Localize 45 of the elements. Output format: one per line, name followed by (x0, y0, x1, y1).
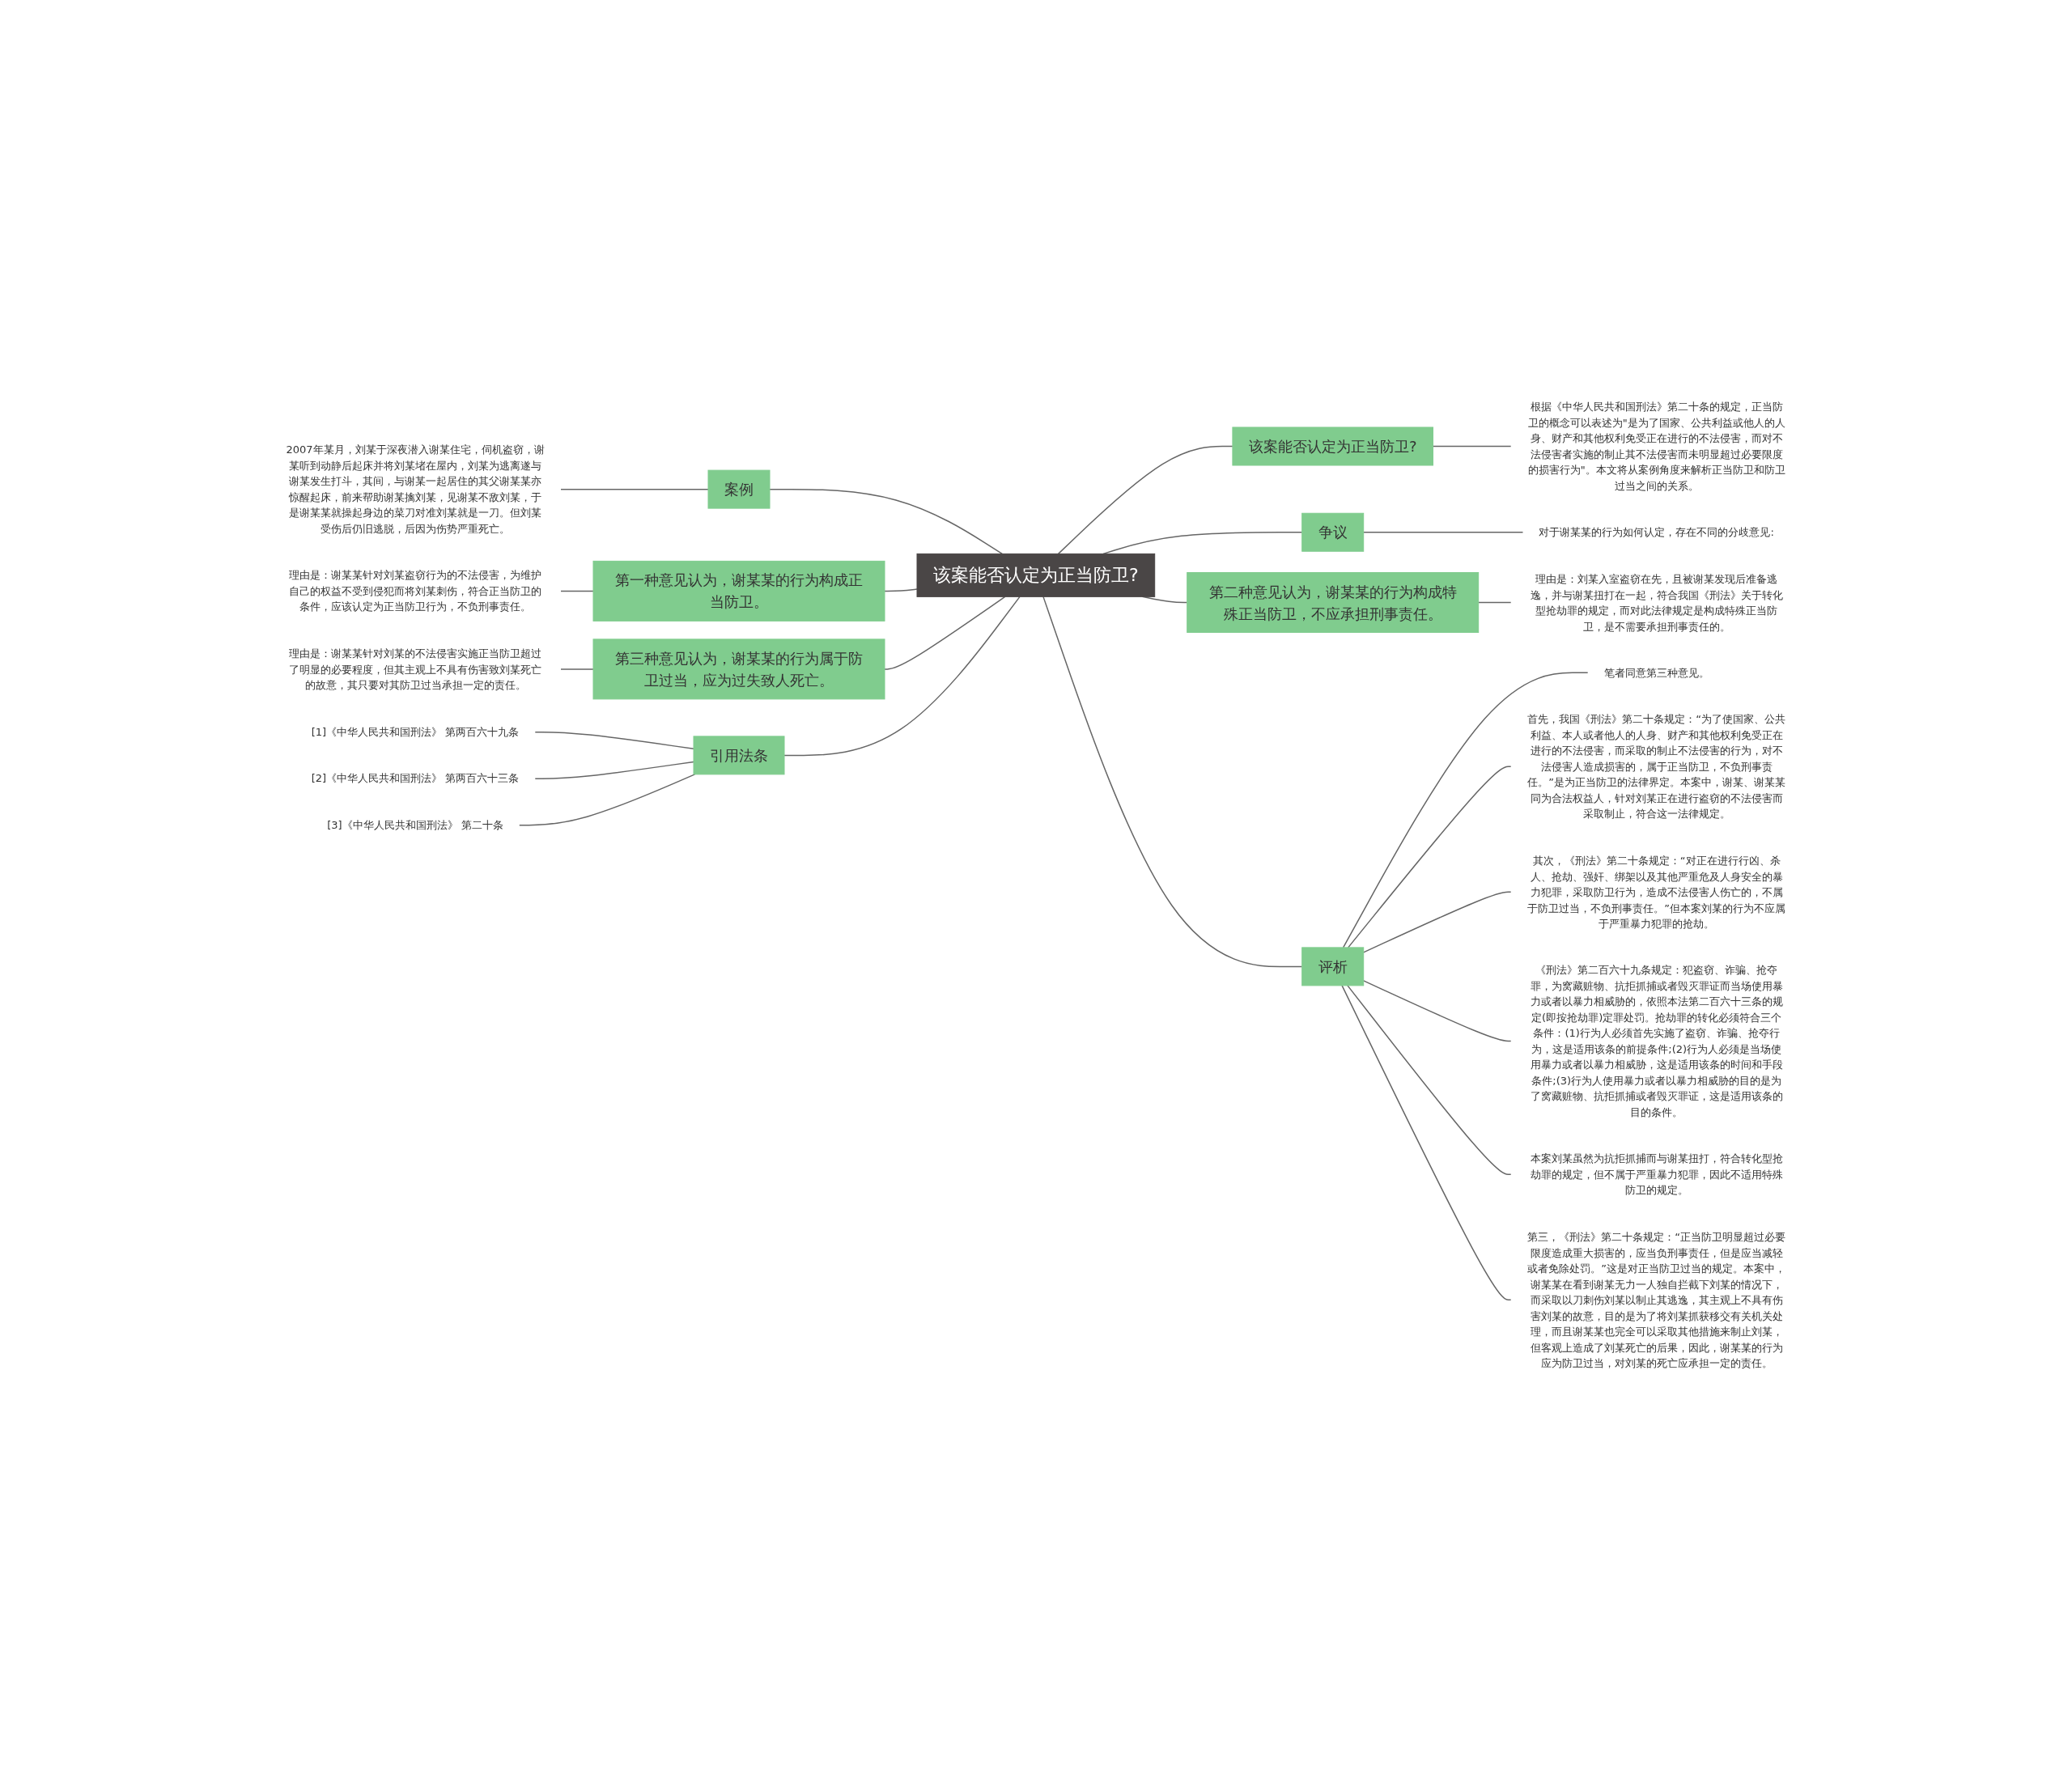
node-box: 案例 (707, 469, 771, 509)
node-text: [1]《中华人民共和国刑法》 第两百六十九条 (311, 725, 520, 738)
node-text: 本案刘某虽然为抗拒抓捕而与谢某扭打，符合转化型抢劫罪的规定，但不属于严重暴力犯罪，因此不适用特殊防卫的规定。 (1530, 1152, 1783, 1196)
connector (884, 588, 918, 592)
connector (560, 668, 594, 670)
connector (1432, 445, 1512, 447)
node-text: 其次，《刑法》第二十条规定：“对正在进行行凶、杀人、抢劫、强奸、绑架以及其他严重危及人身安全的暴力犯罪，采取防卫行为，造成不法侵害人伤亡的，不属于防卫过当，不负刑事责任。”但本案刘某的行为不应属于严重暴力犯罪的抢劫。 (1527, 854, 1786, 929)
connector (884, 596, 1006, 670)
node-box: 该案能否认定为正当防卫? (916, 553, 1156, 597)
connector (560, 590, 594, 592)
node-text: 对于谢某某的行为如何认定，存在不同的分歧意见: (1539, 525, 1775, 538)
node-box: 争议 (1301, 512, 1365, 552)
node-text: 第三，《刑法》第二十条规定：“正当防卫明显超过必要限度造成重大损害的，应当负刑事责任，但是应当减轻或者免除处罚。”这是对正当防卫过当的规定。本案中，谢某某在看到谢某无力一人独自拦截下刘某的情况下，而采取以刀刺伤刘某以制止其逃逸，其主观上不具有伤害刘某的故意，目的是为了将刘某抓获移交有关机关处理，而且谢某某也完全可以采取其他措施来制止刘某，但客观上造成了刘某死亡的后果，因此，谢某某的行为应为防卫过当，对刘某的死亡应承担一定的责任。 (1527, 1230, 1786, 1368)
node-box: 第三种意见认为，谢某某的行为属于防卫过当，应为过失致人死亡。 (592, 638, 885, 699)
connector (1343, 672, 1589, 948)
node-text: 首先，我国《刑法》第二十条规定：“为了使国家、公共利益、本人或者他人的人身、财产和其他权利免受正在进行的不法侵害，而采取的制止不法侵害的行为，对不法侵害人造成损害的，属于正当防卫，不负刑事责任。”是为正当防卫的法律界定。本案中，谢某、谢某某同为合法权益人，针对刘某正在进行盗窃的不法侵害而采取制止，符合这一法律规定。 (1527, 712, 1786, 820)
node-box: 该案能否认定为正当防卫? (1232, 426, 1434, 465)
node-box: 引用法条 (693, 735, 785, 774)
connector (1348, 766, 1512, 948)
connector (560, 488, 709, 490)
connector (1478, 601, 1512, 603)
connector (1363, 531, 1524, 532)
connector (534, 761, 694, 779)
node-box: 第一种意见认为，谢某某的行为构成正当防卫。 (592, 560, 885, 621)
node-text: 根据《中华人民共和国刑法》第二十条的规定，正当防卫的概念可以表述为"是为了国家、公共利益或他人的人身、财产和其他权利免受正在进行的不法侵害，而对不法侵害者实施的制止其不法侵害而未明显超过必要限度的损害行为"。本文将从案例角度来解析正当防卫和防卫过当之间的关系。 (1527, 400, 1785, 491)
node-text: [3]《中华人民共和国刑法》 第二十条 (327, 818, 503, 831)
node-box: 第二种意见认为，谢某某的行为构成特殊正当防卫，不应承担刑事责任。 (1187, 571, 1480, 633)
node-box: 评析 (1301, 946, 1365, 986)
connector (1341, 984, 1512, 1300)
connector (1141, 596, 1188, 603)
node-text: [2]《中华人民共和国刑法》 第两百六十三条 (311, 771, 520, 784)
connector (1058, 445, 1233, 554)
node-text: 2007年某月，刘某于深夜潜入谢某住宅，伺机盗窃，谢某听到动静后起床并将刘某堵在屋内，刘某为逃离遂与谢某发生打斗，其间，与谢某一起居住的其父谢某某亦惊醒起床，前来帮助谢某擒刘某，见谢某不敌刘某，于是谢某某就操起身边的菜刀对准刘某就是一刀。但刘某受伤后仍旧逃脱，后因为伤势严重死亡。 (286, 443, 545, 535)
connector (534, 731, 694, 749)
node-text: 理由是：谢某某针对刘某盗窃行为的不法侵害，为维护自己的权益不受到侵犯而将刘某刺伤，符合正当防卫的条件，应该认定为正当防卫行为，不负刑事责任。 (289, 568, 542, 613)
connector (783, 596, 1021, 756)
node-text: 《刑法》第二百六十九条规定：犯盗窃、诈骗、抢夺罪，为窝藏赃物、抗拒抓捕或者毁灭罪证而当场使用暴力或者以暴力相威胁的，依照本法第二百六十三条的规定(即按抢劫罪)定罪处罚。抢劫罪的转化必须符合三个条件：(1)行为人必须首先实施了盗窃、诈骗、抢夺行为，这是适用该条的前提条件;(2)行为人必须是当场使用暴力或者以暴力相威胁，这是适用该条的时间和手段条件;(3)行为人使用暴力或者以暴力相威胁的目的是为了窝藏赃物、抗拒抓捕或者毁灭罪证，这是适用该条的目的条件。 (1530, 963, 1783, 1118)
connector (1347, 984, 1512, 1175)
node-text: 笔者同意第三种意见。 (1603, 666, 1709, 678)
node-text: 理由是：刘某入室盗窃在先，且被谢某发现后准备逃逸，并与谢某扭打在一起，符合我国《刑法》关于转化型抢劫罪的规定，而对此法律规定是构成特殊正当防卫，是不需要承担刑事责任的。 (1530, 572, 1783, 632)
connector (519, 773, 696, 825)
connector (1363, 979, 1512, 1041)
node-text: 理由是：谢某某针对刘某的不法侵害实施正当防卫超过了明显的必要程度，但其主观上不具有伤害致刘某死亡的故意，其只要对其防卫过当承担一定的责任。 (289, 647, 542, 691)
connector (1363, 891, 1512, 953)
connector (1042, 596, 1303, 967)
